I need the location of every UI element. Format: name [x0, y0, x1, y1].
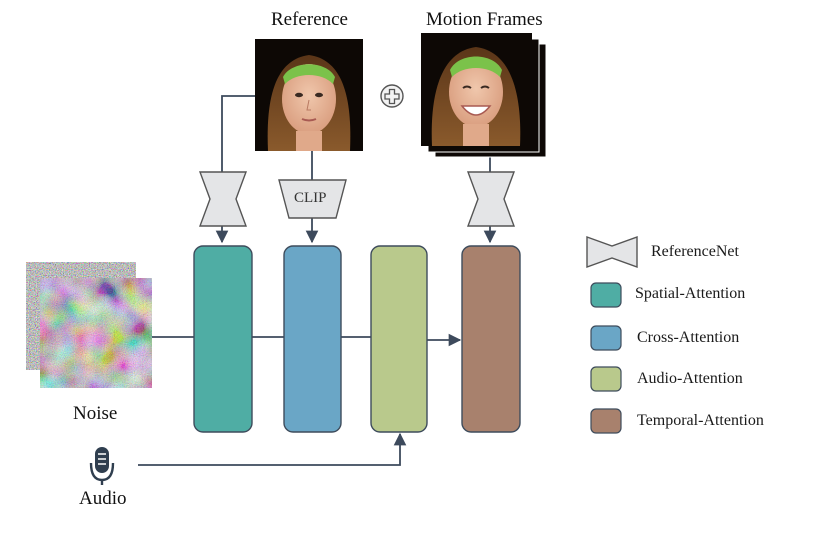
- legend-referencenet-swatch: [586, 236, 638, 268]
- noise-label: Noise: [73, 403, 118, 424]
- connectors: [138, 95, 497, 466]
- audio-to-audio-attention-arrow: [138, 432, 407, 466]
- reference-to-referencenet-line: [221, 95, 255, 172]
- legend-temporal-label: Temporal-Attention: [637, 412, 764, 429]
- referencenet-left: [198, 171, 248, 227]
- reference-image: [255, 39, 363, 151]
- legend-cross-label: Cross-Attention: [637, 329, 740, 346]
- legend-spatial-swatch: [590, 282, 622, 308]
- audio-label: Audio: [79, 488, 127, 509]
- legend-spatial-label: Spatial-Attention: [635, 285, 746, 302]
- cross-attention-block: [283, 245, 342, 433]
- audio-attention-block: [370, 245, 428, 433]
- motion-frames-label: Motion Frames: [426, 9, 543, 30]
- microphone-icon: [89, 447, 115, 485]
- legend-audio-label: Audio-Attention: [637, 370, 743, 387]
- referencenet-right: [466, 171, 516, 227]
- temporal-attention-block: [461, 245, 521, 433]
- circle-plus-icon: [380, 84, 404, 108]
- spatial-attention-block: [193, 245, 253, 433]
- clip-encoder: [278, 179, 347, 219]
- noise-image: [26, 262, 152, 388]
- legend-temporal-swatch: [590, 408, 622, 434]
- legend-referencenet-label: ReferenceNet: [651, 243, 739, 260]
- clip-label: CLIP: [294, 190, 327, 206]
- reference-label: Reference: [271, 9, 348, 30]
- legend-audio-swatch: [590, 366, 622, 392]
- motion-frames-image: [421, 33, 547, 158]
- legend-cross-swatch: [590, 325, 622, 351]
